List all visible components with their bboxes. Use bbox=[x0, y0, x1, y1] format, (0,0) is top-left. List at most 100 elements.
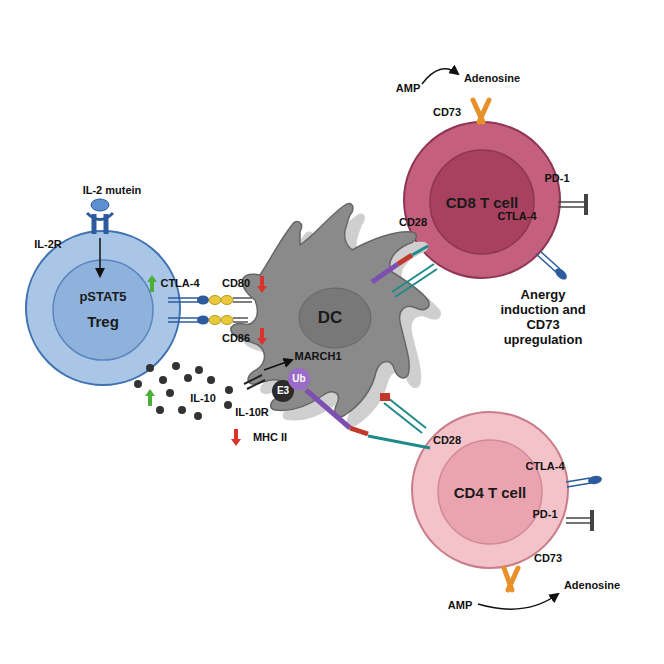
molecule-label: CTLA-4 bbox=[497, 210, 536, 223]
il10-dots bbox=[159, 376, 167, 384]
down-arrow bbox=[257, 276, 267, 293]
cell-bodies bbox=[26, 122, 568, 568]
mhc-tcr-cd28-cd8 bbox=[398, 255, 412, 264]
ctla4-cd80-cd86 bbox=[209, 316, 221, 325]
node-text: pSTAT5 bbox=[79, 290, 126, 305]
ctla4-cd80-cd86 bbox=[233, 321, 248, 323]
mhc-tcr-cd28-cd8 bbox=[392, 264, 434, 292]
checkpoint-receptors bbox=[566, 478, 590, 482]
molecule-label: CD28 bbox=[433, 434, 461, 447]
checkpoint-receptors bbox=[587, 475, 602, 485]
ctla4-cd80-cd86 bbox=[233, 301, 252, 303]
checkpoint-receptors bbox=[536, 194, 603, 531]
mhc-tcr-cd28-cd8 bbox=[412, 246, 428, 255]
cd73-enzyme bbox=[479, 100, 489, 122]
mhc-tcr-cd28-cd4 bbox=[380, 393, 390, 401]
ctla4-cd80-cd86 bbox=[197, 296, 209, 305]
il10-receptor-and-march1 bbox=[247, 380, 265, 389]
cell-bodies bbox=[430, 150, 534, 254]
il10-dots bbox=[134, 362, 233, 420]
molecule-label: MARCH1 bbox=[294, 350, 341, 363]
node-text: Ub bbox=[292, 373, 305, 385]
il2-receptor bbox=[87, 199, 113, 276]
il10-dots bbox=[166, 389, 174, 397]
up-arrow bbox=[147, 275, 157, 292]
molecule-label: CTLA-4 bbox=[525, 460, 564, 473]
dendritic-cell: DC E3Ub bbox=[228, 200, 432, 420]
molecule-label: AMP bbox=[396, 82, 420, 95]
molecule-label: IL-2 mutein bbox=[83, 184, 142, 197]
molecule-label: CTLA-4 bbox=[160, 277, 199, 290]
molecule-label: CD73 bbox=[433, 106, 461, 119]
il10-dots bbox=[156, 406, 164, 414]
node-text: Treg bbox=[87, 313, 119, 330]
molecule-label: CD86 bbox=[222, 332, 250, 345]
mhc-tcr-cd28-cd4 bbox=[350, 428, 368, 434]
molecule-label: CD73 bbox=[534, 552, 562, 565]
ctla4-cd80-cd86 bbox=[221, 296, 233, 305]
cd73-enzyme bbox=[508, 568, 518, 590]
up-arrow bbox=[145, 389, 155, 406]
ctla4-cd80-cd86 bbox=[168, 297, 200, 299]
checkpoint-receptors bbox=[553, 266, 569, 281]
mhc-tcr-cd28-cd4 bbox=[306, 390, 350, 428]
il10-dots bbox=[146, 364, 154, 372]
il10-dots bbox=[134, 380, 142, 388]
node-text: CD4 T cell bbox=[454, 484, 527, 501]
checkpoint-receptors bbox=[558, 201, 584, 203]
checkpoint-receptors bbox=[566, 522, 590, 524]
il10-dots bbox=[225, 386, 233, 394]
cell-bodies bbox=[404, 122, 560, 278]
cd8-t-cell: CD8 T cell bbox=[404, 122, 560, 278]
checkpoint-receptors bbox=[584, 194, 588, 215]
cell-bodies bbox=[53, 260, 153, 360]
mhc-tcr-cd28-cd8 bbox=[372, 246, 437, 297]
mhc-tcr-cd28-cd8 bbox=[372, 264, 398, 282]
molecule-label: PD-1 bbox=[532, 508, 557, 521]
amp-conversion-arrow bbox=[422, 69, 458, 84]
cell-bodies bbox=[438, 440, 542, 544]
mhc-tcr-cd28-cd4 bbox=[368, 436, 430, 448]
il10-dots bbox=[178, 406, 186, 414]
il10-dots bbox=[184, 374, 192, 382]
molecule-label: IL-2R bbox=[34, 238, 62, 251]
checkpoint-receptors bbox=[540, 251, 560, 269]
ctla4-cd80-cd86 bbox=[233, 317, 248, 319]
il10-dots bbox=[172, 362, 180, 370]
ctla4-cd80-cd86 bbox=[209, 296, 221, 305]
il2-receptor bbox=[87, 213, 113, 220]
treg-cell: pSTAT5Treg bbox=[26, 231, 180, 385]
node-text: DC bbox=[318, 308, 343, 328]
checkpoint-receptors bbox=[558, 206, 584, 208]
il10-receptor-and-march1 bbox=[264, 360, 292, 370]
mhc-tcr-cd28-cd4 bbox=[306, 390, 430, 448]
molecule-label: IL-10R bbox=[235, 406, 269, 419]
molecule-label: PD-1 bbox=[544, 172, 569, 185]
node-text: E3 bbox=[277, 385, 289, 397]
node-text: CD8 T cell bbox=[446, 194, 519, 211]
ctla4-cd80-cd86 bbox=[221, 316, 233, 325]
cell-bodies bbox=[26, 231, 180, 385]
checkpoint-receptors bbox=[566, 517, 590, 519]
checkpoint-receptors bbox=[567, 483, 591, 487]
molecule-label: IL-10 bbox=[190, 392, 216, 405]
molecule-label: CD28 bbox=[399, 216, 427, 229]
ctla4-cd80-cd86 bbox=[168, 317, 200, 319]
il10-dots bbox=[207, 376, 215, 384]
il10-dots bbox=[194, 412, 202, 420]
annotation-text: Anergy induction and CD73 upregulation bbox=[491, 288, 595, 348]
mhc-tcr-cd28-cd4 bbox=[388, 398, 426, 428]
ctla4-cd80-cd86 bbox=[197, 316, 209, 325]
dendritic-cell-body bbox=[231, 203, 441, 426]
cell-bodies bbox=[412, 412, 568, 568]
molecule-label: MHC II bbox=[253, 431, 287, 444]
checkpoint-receptors bbox=[590, 510, 594, 531]
down-arrow bbox=[231, 429, 241, 446]
down-arrow bbox=[231, 276, 267, 446]
down-arrow bbox=[257, 328, 267, 345]
ctla4-cd80-cd86 bbox=[168, 296, 252, 325]
ubiquitin: Ub bbox=[288, 368, 310, 390]
mhc-tcr-cd28-cd4 bbox=[384, 403, 422, 433]
dendritic-cell-body bbox=[231, 203, 429, 416]
